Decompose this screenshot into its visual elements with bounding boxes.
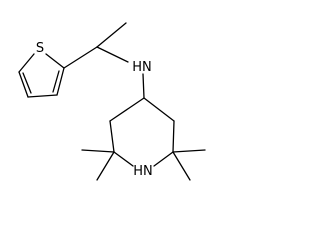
structural-formula: S HN HN: [18, 22, 206, 181]
ring-n: N: [143, 164, 153, 179]
bond-c5p-c4: [143, 97, 175, 122]
bond-c2p-nh: [113, 151, 134, 167]
bond-c6p-c5p: [172, 120, 175, 153]
bond-c2p-methyl-left: [81, 149, 115, 153]
bond-c6p-methyl-down: [172, 151, 191, 181]
bond-s-c2: [45, 53, 65, 69]
ring-h: H: [133, 164, 143, 179]
bond-c2p-methyl-down: [96, 151, 115, 181]
bond-ch-nh: [96, 46, 129, 63]
bond-c5-s: [18, 53, 35, 73]
thiophene-ring: [18, 53, 65, 98]
amine-h: H: [132, 60, 142, 75]
bond-c3p-c2p: [109, 120, 115, 153]
amine-n: N: [142, 60, 152, 75]
bond-nh-c6p: [153, 151, 174, 167]
bond-c4-c5: [18, 71, 29, 98]
sulfur-atom-label: S: [36, 41, 44, 56]
amine-nh-label: HN: [132, 60, 152, 75]
bond-c6p-methyl-right: [172, 149, 206, 153]
bond-ch-methyl: [96, 22, 127, 48]
piperidine-ring: [109, 97, 175, 167]
bond-c2-c3-double: [52, 70, 60, 93]
bond-c4-c3p: [109, 97, 145, 122]
bond-c4-c5-double: [22, 72, 32, 94]
ring-nh-label: HN: [133, 164, 153, 179]
bond-c2-ch: [63, 46, 98, 69]
bond-nh-c4: [142, 73, 145, 99]
bond-c2-c3: [56, 67, 65, 96]
bond-c3-c4: [27, 94, 58, 98]
